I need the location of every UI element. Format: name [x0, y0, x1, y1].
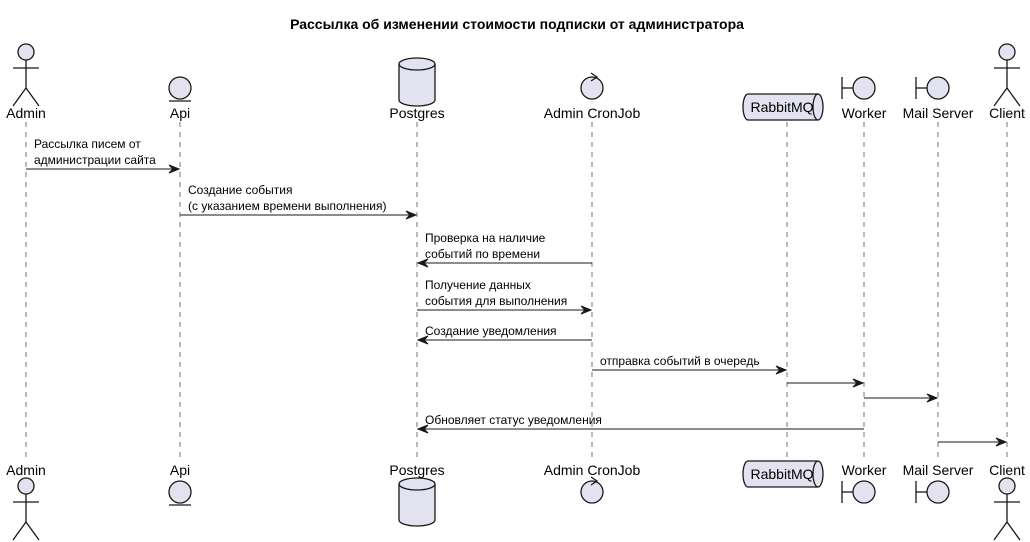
participant-name: Api: [170, 105, 190, 121]
message-label: отправка событий в очередь: [600, 354, 760, 368]
boundary-icon: [926, 480, 950, 504]
message-9: Обновляет статус уведомления: [416, 413, 864, 434]
boundary-icon: [926, 76, 950, 100]
arrowhead-icon: [168, 164, 181, 174]
control-icon: [580, 480, 604, 504]
participant-api-bottom: Api: [168, 462, 192, 506]
participant-rabbit-top: RabbitMQ: [742, 93, 824, 121]
participant-client-top: Client: [989, 43, 1025, 121]
participant-name: Worker: [842, 462, 887, 478]
message-1: Рассылка писем от администрации сайта: [26, 137, 181, 174]
control-icon: [580, 76, 604, 100]
message-label: (с указанием времени выполнения): [188, 199, 387, 213]
participant-name: Client: [989, 105, 1025, 121]
actor-head-icon: [17, 477, 35, 495]
diagram-title: Рассылка об изменении стоимости подписки…: [290, 16, 744, 32]
participant-postgres-top: Postgres: [389, 57, 445, 121]
entity-icon: [168, 480, 192, 504]
message-label: Получение данных: [425, 278, 531, 292]
database-rim: [398, 483, 436, 491]
participant-worker-top: Worker: [841, 76, 887, 121]
participant-postgres-bottom: Postgres: [389, 462, 445, 527]
message-7: [787, 378, 865, 388]
actor-body-icon: [993, 494, 1021, 541]
message-label: Рассылка писем от: [34, 137, 141, 151]
arrowhead-icon: [416, 335, 429, 345]
actor-body-icon: [12, 494, 40, 541]
participant-mail-top: Mail Server: [903, 76, 974, 121]
message-8: [864, 393, 939, 403]
participant-client-bottom: Client: [989, 462, 1025, 541]
participant-cron-top: Admin CronJob: [544, 72, 641, 121]
participant-name: Mail Server: [903, 105, 974, 121]
message-label: Создание события: [188, 183, 292, 197]
participant-name: Admin: [6, 105, 46, 121]
participant-name: Worker: [842, 105, 887, 121]
participant-name: Admin CronJob: [544, 105, 641, 121]
message-5: Создание уведомления: [416, 324, 592, 345]
database-icon: [398, 57, 436, 107]
message-label: Проверка на наличие: [425, 231, 546, 245]
entity-icon: [168, 76, 192, 100]
participant-name: Admin CronJob: [544, 462, 641, 478]
message-label: администрации сайта: [34, 153, 156, 167]
database-rim: [398, 63, 436, 71]
actor-head-icon: [17, 43, 35, 61]
participant-name: Client: [989, 462, 1025, 478]
boundary-icon: [852, 76, 876, 100]
participant-name: Postgres: [389, 462, 444, 478]
arrowhead-icon: [995, 437, 1008, 447]
arrowhead-icon: [775, 365, 788, 375]
participant-cron-bottom: Admin CronJob: [544, 462, 641, 504]
arrowhead-icon: [416, 258, 429, 268]
arrowhead-icon: [580, 305, 593, 315]
participant-rabbit-bottom: RabbitMQ: [742, 460, 824, 488]
message-label: события для выполнения: [425, 294, 567, 308]
actor-head-icon: [998, 43, 1016, 61]
message-2: Создание события (с указанием времени вып…: [180, 183, 418, 220]
message-label: событий по времени: [425, 247, 540, 261]
message-4: Получение данных события для выполнения: [417, 278, 593, 315]
message-3: Проверка на наличие событий по времени: [416, 231, 592, 268]
participant-name: RabbitMQ: [750, 466, 813, 482]
database-icon: [398, 477, 436, 527]
participant-worker-bottom: Worker: [841, 462, 887, 504]
participant-name: Mail Server: [903, 462, 974, 478]
actor-head-icon: [998, 477, 1016, 495]
boundary-icon: [852, 480, 876, 504]
arrowhead-icon: [416, 424, 429, 434]
control-arrow: [590, 72, 599, 82]
participant-name: Postgres: [389, 105, 444, 121]
control-arrow: [590, 476, 599, 486]
participant-mail-bottom: Mail Server: [903, 462, 974, 504]
message-6: отправка событий в очередь: [592, 354, 788, 375]
message-10: [938, 437, 1008, 447]
participant-admin-top: Admin: [6, 43, 46, 121]
participant-name: RabbitMQ: [750, 99, 813, 115]
participant-api-top: Api: [168, 76, 192, 121]
arrowhead-icon: [852, 378, 865, 388]
message-label: Обновляет статус уведомления: [425, 413, 602, 427]
participant-name: Admin: [6, 462, 46, 478]
queue-rim: [812, 460, 819, 488]
queue-rim: [812, 93, 819, 121]
actor-body-icon: [12, 60, 40, 107]
participant-name: Api: [170, 462, 190, 478]
arrowhead-icon: [926, 393, 939, 403]
arrowhead-icon: [405, 210, 418, 220]
message-label: Создание уведомления: [425, 324, 557, 338]
participant-admin-bottom: Admin: [6, 462, 46, 541]
actor-body-icon: [993, 60, 1021, 107]
